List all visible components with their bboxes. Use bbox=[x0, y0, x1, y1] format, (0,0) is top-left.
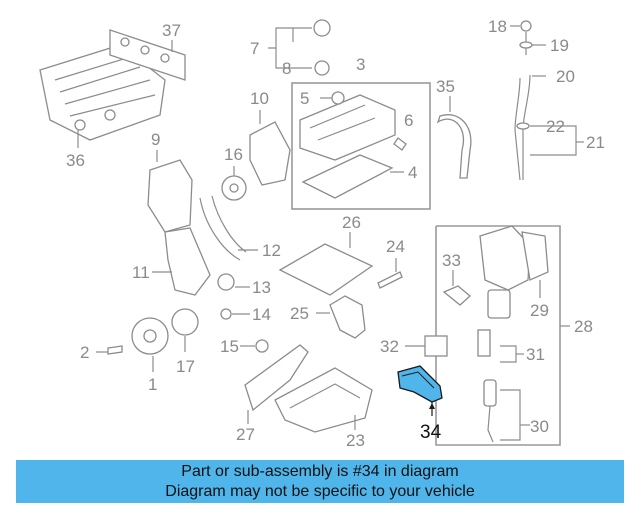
part-34-highlighted[interactable] bbox=[397, 365, 443, 403]
callout-7: 7 bbox=[250, 39, 259, 58]
filter-element-part bbox=[477, 329, 491, 357]
callout-5: 5 bbox=[300, 89, 309, 108]
callout-31: 31 bbox=[526, 345, 545, 364]
callout-3: 3 bbox=[356, 55, 365, 74]
callout-16: 16 bbox=[224, 145, 243, 164]
callout-22: 22 bbox=[546, 117, 565, 136]
callout-23: 23 bbox=[346, 431, 365, 450]
drain-tube-part bbox=[483, 379, 497, 407]
oil-filter-housing-part bbox=[479, 225, 549, 319]
callout-17: 17 bbox=[176, 357, 195, 376]
callout-14: 14 bbox=[252, 305, 271, 324]
oil-filter-group-box bbox=[435, 225, 561, 446]
callout-6: 6 bbox=[404, 111, 413, 130]
idler-part bbox=[217, 273, 235, 291]
sensor-33-part bbox=[442, 285, 471, 306]
callout-37: 37 bbox=[162, 21, 181, 40]
callout-9: 9 bbox=[151, 130, 160, 149]
bolt-14-part bbox=[220, 308, 232, 320]
exploded-parts-diagram: 1 2 3 4 5 6 7 8 9 10 11 12 13 14 15 16 1… bbox=[39, 17, 605, 450]
oil-cooler-part bbox=[424, 335, 448, 357]
crank-bolt-part bbox=[107, 345, 123, 355]
baffle-part bbox=[244, 344, 309, 412]
callout-12: 12 bbox=[262, 241, 281, 260]
pcv-part bbox=[393, 137, 407, 151]
callout-19: 19 bbox=[550, 36, 569, 55]
callout-18: 18 bbox=[488, 17, 507, 36]
windage-tray-part bbox=[278, 243, 374, 296]
oil-pan-part bbox=[274, 367, 373, 433]
cap-seal-part bbox=[314, 60, 330, 76]
callout-30: 30 bbox=[530, 417, 549, 436]
dipstick-part bbox=[514, 20, 533, 181]
callout-29: 29 bbox=[530, 301, 549, 320]
intake-gasket-part bbox=[109, 29, 186, 81]
callout-28: 28 bbox=[574, 317, 593, 336]
callout-11: 11 bbox=[132, 263, 150, 282]
oil-pump-part bbox=[329, 295, 366, 339]
callout-33: 33 bbox=[442, 251, 461, 270]
callout-13: 13 bbox=[252, 278, 271, 297]
callout-21: 21 bbox=[586, 133, 605, 152]
oil-cap-part bbox=[313, 19, 331, 37]
callout-2: 2 bbox=[80, 343, 89, 362]
callout-34[interactable]: 34 bbox=[420, 422, 442, 443]
timing-belt-part bbox=[199, 195, 247, 261]
callout-4: 4 bbox=[408, 163, 417, 182]
callout-8: 8 bbox=[282, 59, 291, 78]
callout-26: 26 bbox=[342, 213, 361, 232]
banner-line-1: Part or sub-assembly is #34 in diagram bbox=[181, 463, 459, 480]
callout-1: 1 bbox=[148, 375, 157, 394]
valve-cover-gasket-part bbox=[301, 154, 394, 199]
breather-hose-part bbox=[436, 114, 472, 179]
valve-cover-group-box bbox=[291, 82, 431, 210]
callout-35: 35 bbox=[436, 77, 455, 96]
info-banner: Part or sub-assembly is #34 in diagram D… bbox=[16, 460, 624, 503]
callout-20: 20 bbox=[556, 67, 575, 86]
tube-24-part bbox=[377, 271, 403, 289]
valve-cover-part bbox=[299, 91, 396, 161]
banner-line-2: Diagram may not be specific to your vehi… bbox=[165, 483, 475, 500]
lower-cover-part bbox=[164, 227, 211, 296]
crank-gear-part bbox=[171, 308, 199, 336]
plug-15-part bbox=[255, 339, 269, 353]
timing-case-part bbox=[249, 121, 291, 186]
callout-10: 10 bbox=[250, 89, 269, 108]
callout-32: 32 bbox=[380, 337, 399, 356]
callout-15: 15 bbox=[220, 337, 239, 356]
callout-25: 25 bbox=[290, 304, 309, 323]
callout-27: 27 bbox=[236, 425, 255, 444]
timing-cover-part bbox=[147, 159, 193, 233]
callout-24: 24 bbox=[386, 237, 405, 256]
callout-36: 36 bbox=[66, 151, 85, 170]
